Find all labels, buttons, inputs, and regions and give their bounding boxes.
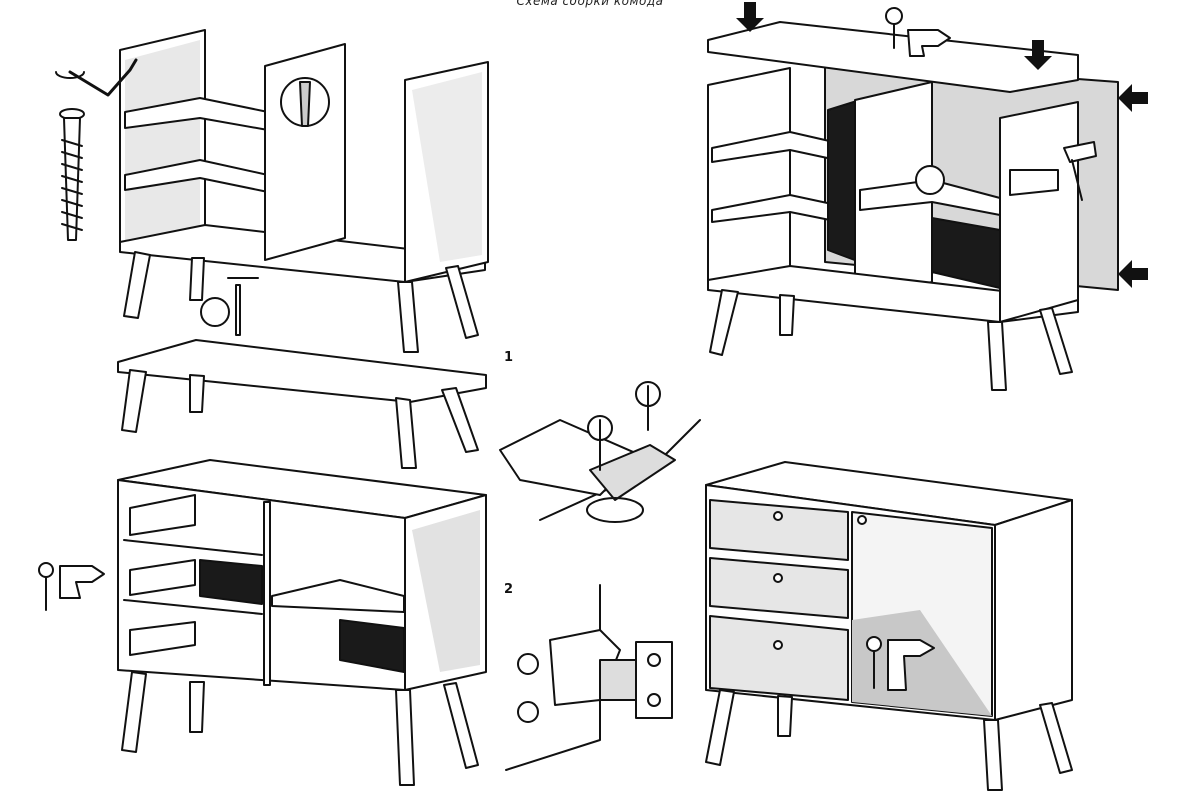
magnifier-icon [280, 77, 330, 127]
screw-icon [59, 108, 85, 241]
hinge-icon [499, 381, 701, 523]
frame-back-and-top [707, 21, 1119, 391]
arrow-down-icon [736, 2, 1052, 70]
step-label-1: 1 [504, 350, 514, 365]
base-plate-with-legs [117, 339, 487, 469]
drill-icon [885, 7, 951, 57]
drill-icon [866, 636, 935, 691]
step-label-2: 2 [504, 582, 514, 597]
screwdriver-icon [200, 277, 259, 336]
hinge-icon [505, 584, 673, 771]
magnifier-icon [915, 165, 945, 195]
allen-key-icon [55, 58, 138, 97]
arrow-left-icon [1118, 84, 1148, 288]
hammer-icon [1009, 141, 1097, 201]
finished-chest [705, 461, 1073, 791]
diagram-title: Схема сборки комода [516, 0, 664, 8]
drill-icon [38, 562, 105, 611]
cabinet-with-runners [117, 459, 487, 786]
